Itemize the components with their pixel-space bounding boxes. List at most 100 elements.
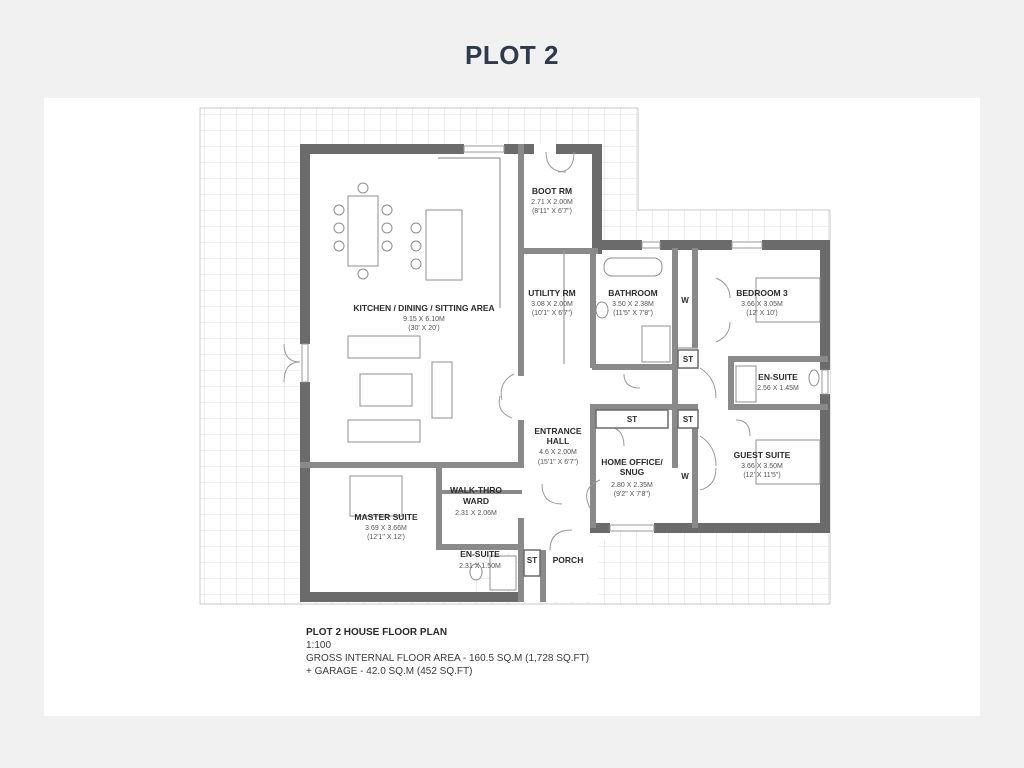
room-name-office-1: HOME OFFICE/ (601, 457, 663, 467)
room-name-guest: GUEST SUITE (734, 450, 791, 460)
room-dims-bathroom: 3.50 X 2.38M (612, 301, 654, 308)
toilet (808, 369, 820, 387)
wardrobe-mark: W (681, 296, 689, 305)
wall (654, 523, 830, 533)
room-name-bedroom3: BEDROOM 3 (736, 288, 788, 298)
shower (641, 325, 671, 363)
wall (436, 468, 442, 548)
door-swings (283, 151, 751, 551)
room-dims-utility-ft: (10'1" X 6'7") (532, 310, 572, 317)
room-name-hall-2: HALL (547, 436, 570, 446)
wall (692, 410, 698, 528)
wall (728, 356, 734, 410)
wall (592, 144, 602, 254)
notes-title: PLOT 2 HOUSE FLOOR PLAN (306, 627, 448, 638)
room-dims-hall-ft: (15'1" X 6'7") (538, 459, 578, 466)
floor-plan-card: KITCHEN / DINING / SITTING AREA 9.15 X 6… (44, 98, 980, 716)
wall (518, 518, 524, 602)
store-box (677, 409, 699, 429)
store-mark: ST (683, 415, 693, 424)
room-dims-bedroom3-ft: (12' X 10') (746, 310, 777, 317)
bed (755, 277, 821, 323)
toilet (595, 301, 609, 319)
wall (300, 382, 310, 602)
room-dims-bedroom3: 3.66 X 3.05M (741, 301, 783, 308)
wall (300, 592, 470, 602)
room-dims-utility: 3.08 X 2.00M (531, 301, 573, 308)
wall (436, 462, 522, 468)
notes-scale: 1:100 (306, 640, 332, 651)
wall (728, 356, 828, 362)
room-dims-walkthru: 2.31 X 2.06M (455, 510, 497, 517)
wall (692, 248, 698, 348)
room-dims-guest: 3.66 X 3.50M (741, 463, 783, 470)
wall (556, 144, 599, 154)
wall (540, 550, 546, 602)
toilet (469, 563, 483, 581)
notes-garage: + GARAGE - 42.0 SQ.M (452 SQ.FT) (306, 666, 473, 677)
window (301, 343, 309, 383)
bed (349, 475, 403, 517)
wall (762, 240, 830, 250)
wall (518, 248, 598, 254)
room-name-bathroom: BATHROOM (608, 288, 657, 298)
wall (436, 544, 522, 550)
wall (436, 490, 522, 494)
room-name-boot: BOOT RM (532, 186, 572, 196)
wall (468, 592, 520, 602)
wall (518, 420, 524, 468)
page-title: PLOT 2 (464, 40, 559, 70)
bathtub (603, 257, 663, 277)
wall (592, 364, 678, 370)
room-dims-hall: 4.6 X 2.00M (539, 449, 577, 456)
room-dims-kitchen: 9.15 X 6.10M (403, 316, 445, 323)
room-name-master: MASTER SUITE (354, 512, 418, 522)
room-dims-guest-ft: (12' X 11'5") (743, 472, 780, 479)
room-dims-master: 3.69 X 3.66M (365, 525, 407, 532)
bed (755, 439, 821, 485)
store-mark: ST (527, 556, 537, 565)
wall (590, 404, 698, 410)
room-dims-boot: 2.71 X 2.00M (531, 199, 573, 206)
wall (590, 248, 596, 368)
shower (489, 555, 517, 591)
room-dims-boot-ft: (8'11" X 6'7") (532, 208, 572, 215)
room-name-walkthru-2: WARD (463, 496, 489, 506)
store-box (523, 549, 541, 577)
room-dims-bathroom-ft: (11'5" X 7'8") (613, 310, 653, 317)
room-dims-office-ft: (9'2" X 7'8") (614, 491, 650, 498)
room-name-kitchen: KITCHEN / DINING / SITTING AREA (353, 303, 494, 313)
wall (728, 404, 828, 410)
wall (300, 144, 464, 154)
room-name-walkthru-1: WALK-THRO (450, 485, 502, 495)
window (821, 369, 829, 395)
wall (300, 144, 310, 344)
floor-plan-drawing: KITCHEN / DINING / SITTING AREA 9.15 X 6… (199, 107, 831, 605)
window (731, 241, 763, 249)
room-name-ensuite-master: EN-SUITE (460, 549, 500, 559)
room-dims-master-ft: (12'1" X 12') (367, 534, 405, 541)
wall (590, 523, 610, 533)
room-name-porch: PORCH (553, 555, 584, 565)
room-dims-office: 2.80 X 2.35M (611, 482, 653, 489)
wall (672, 248, 678, 468)
store-mark: ST (683, 355, 693, 364)
shower (735, 365, 757, 403)
wall (592, 240, 642, 250)
notes-gross-area: GROSS INTERNAL FLOOR AREA - 160.5 SQ.M (… (306, 653, 590, 664)
room-dims-ensuite-master: 2.31 X 1.50M (459, 563, 501, 570)
room-name-office-2: SNUG (620, 467, 645, 477)
floor-plan-notes: PLOT 2 HOUSE FLOOR PLAN 1:100 GROSS INTE… (306, 626, 726, 678)
room-name-utility: UTILITY RM (528, 288, 576, 298)
wall (300, 462, 440, 468)
dining-set (333, 182, 463, 443)
store-box (677, 349, 699, 369)
wall (518, 364, 524, 376)
store-mark: ST (627, 415, 637, 424)
wardrobe-mark: W (681, 472, 689, 481)
wall (820, 394, 830, 532)
window (641, 241, 661, 249)
room-labels: KITCHEN / DINING / SITTING AREA 9.15 X 6… (353, 186, 799, 570)
wall (660, 240, 732, 250)
room-dims-kitchen-ft: (30' X 20') (408, 325, 439, 332)
